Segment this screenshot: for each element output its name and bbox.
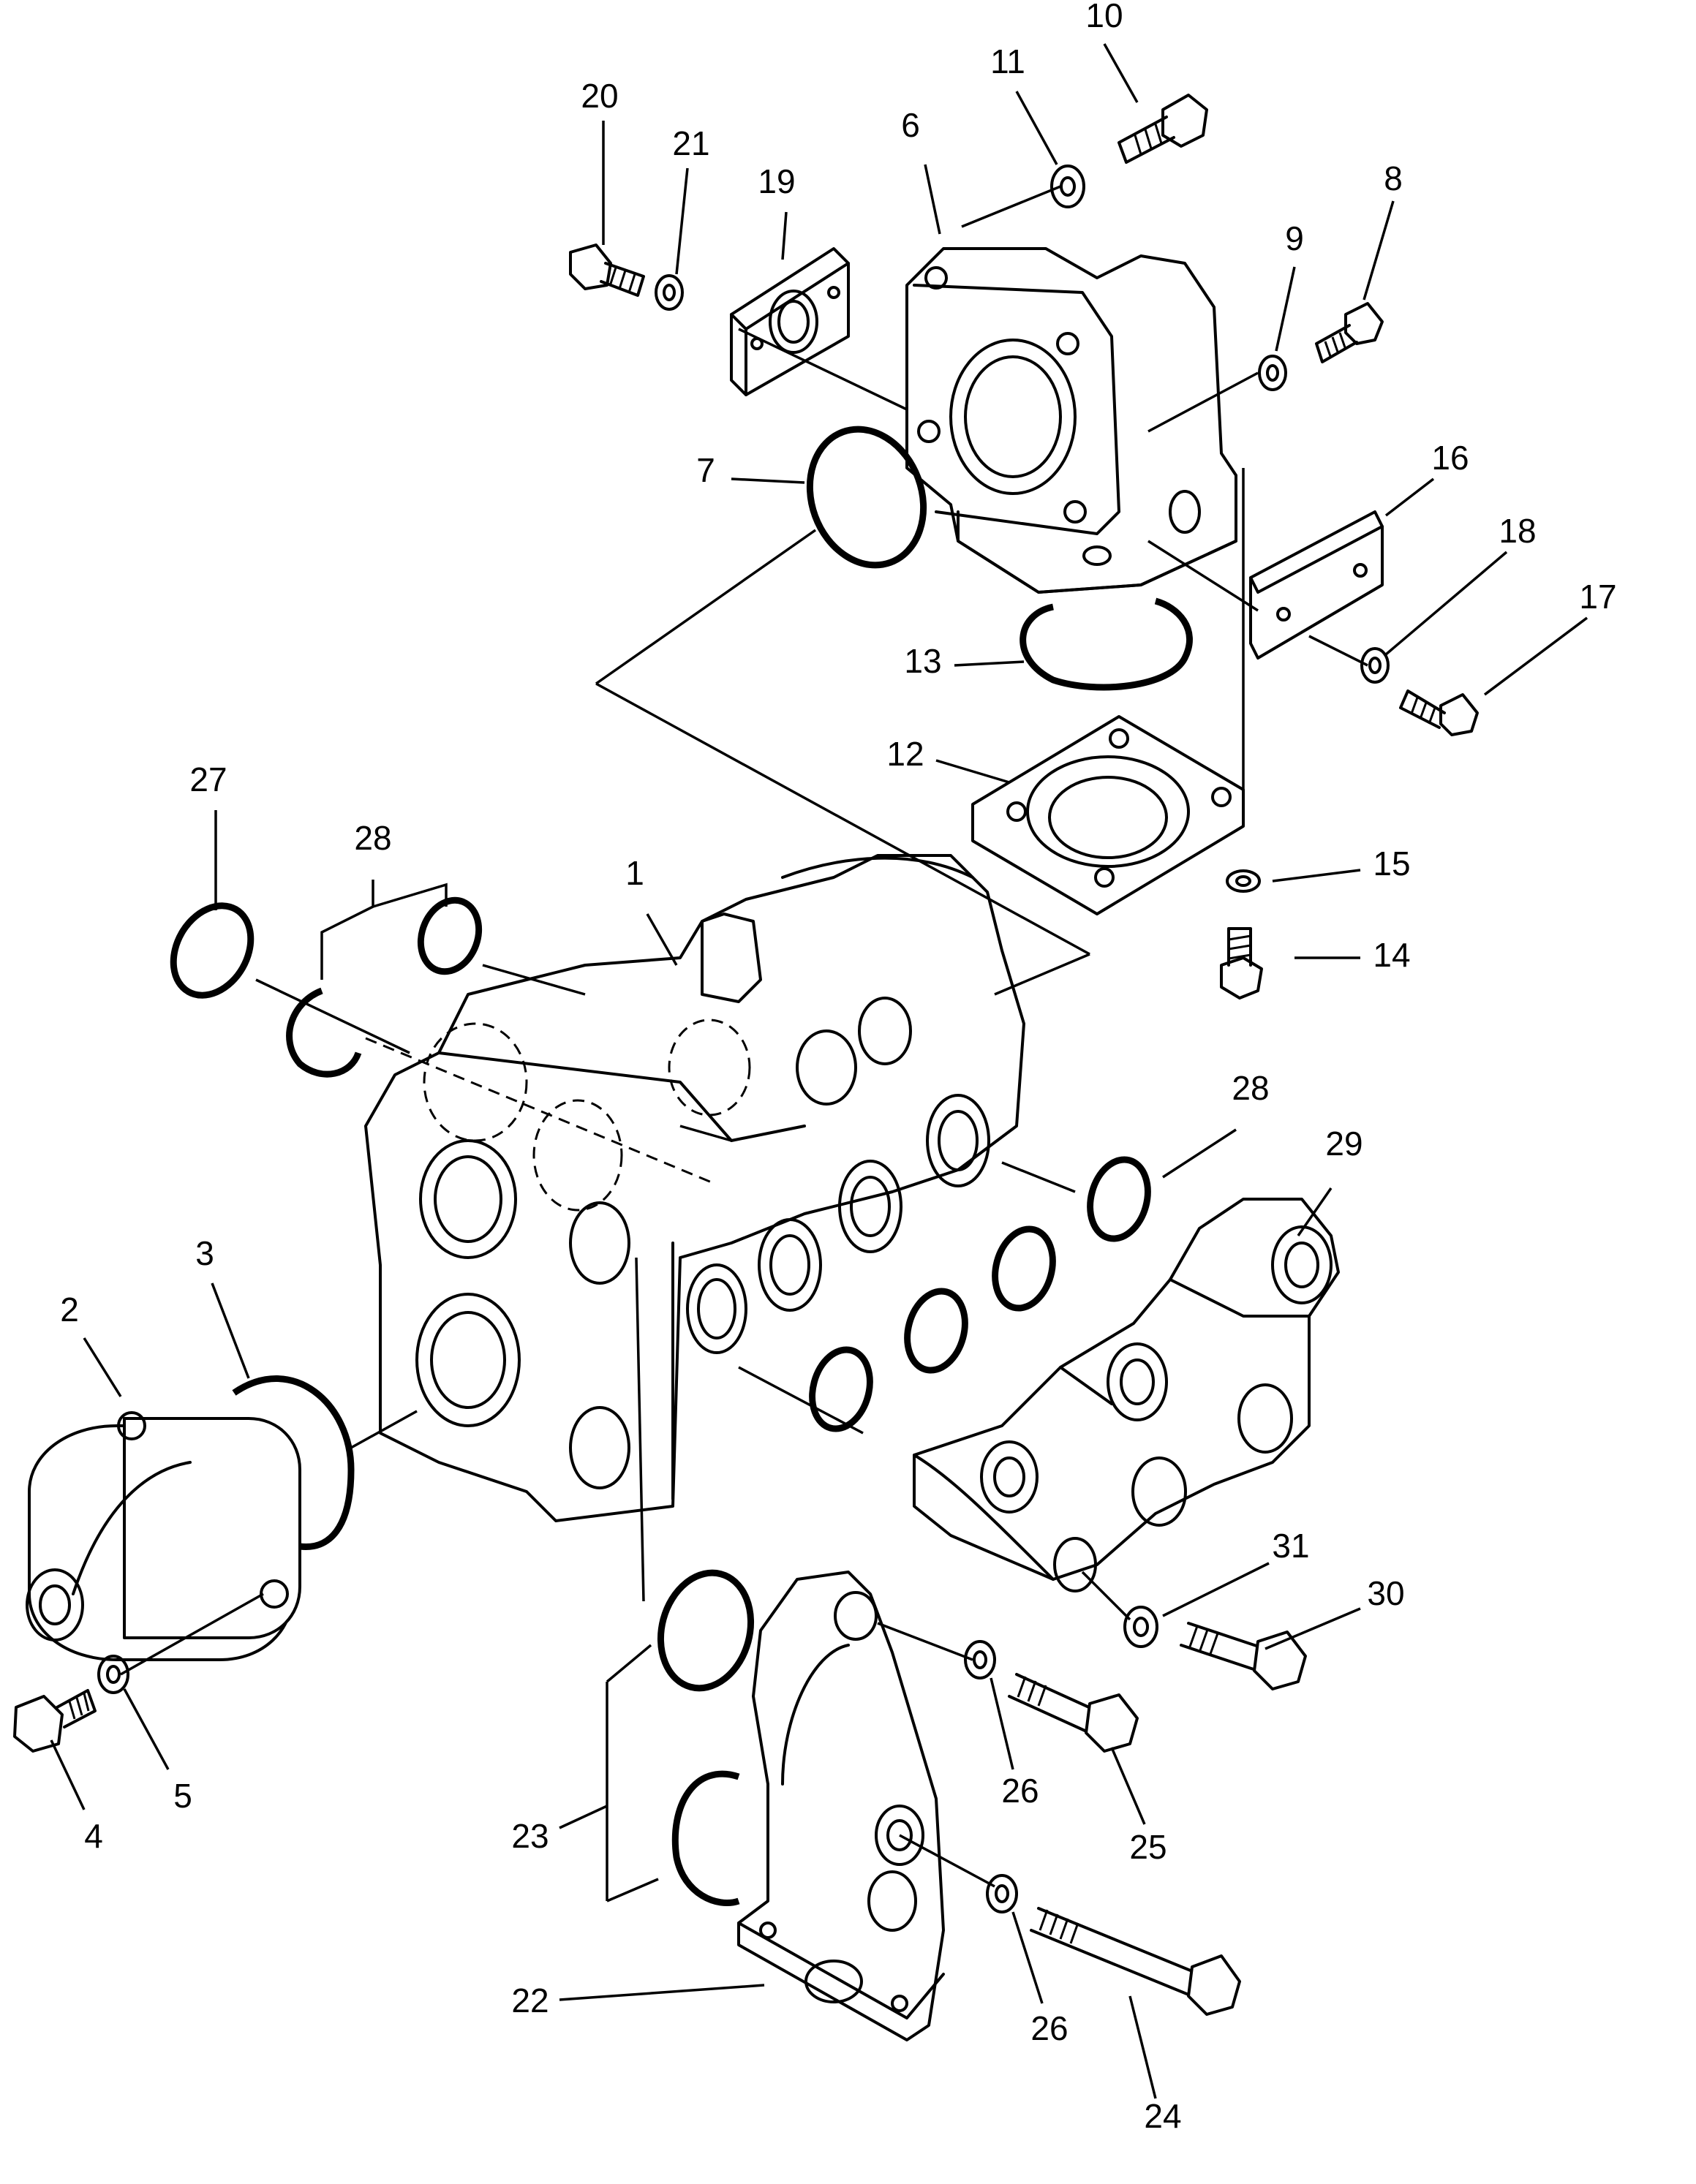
- washer-part-5: [97, 1655, 129, 1694]
- callout-29: 29: [1325, 1125, 1363, 1163]
- bolt-part-4: [13, 1689, 97, 1753]
- callout-12: 12: [886, 735, 924, 773]
- washer-part-9: [1258, 355, 1287, 391]
- washer-part-18: [1360, 647, 1390, 684]
- o-ring-part-28-left: [286, 896, 483, 1078]
- lower-cover-part-22: [737, 1571, 945, 2041]
- washer-part-26-lower: [986, 1874, 1018, 1913]
- callout-2: 2: [60, 1291, 79, 1329]
- solenoid-part: [26, 1411, 301, 1661]
- callout-24: 24: [1144, 2097, 1181, 2135]
- callout-30: 30: [1367, 1574, 1404, 1612]
- callout-10: 10: [1085, 0, 1123, 34]
- bolt-part-8: [1315, 302, 1384, 363]
- bolt-part-14: [1220, 927, 1263, 1000]
- bolt-part-30: [1180, 1622, 1307, 1690]
- manifold-part-29: [913, 1198, 1340, 1592]
- callout-21: 21: [672, 124, 709, 162]
- callout-28-left: 28: [354, 819, 391, 857]
- callout-3: 3: [195, 1234, 214, 1272]
- o-ring-part-27: [170, 902, 255, 999]
- callout-25: 25: [1129, 1828, 1167, 1866]
- callout-5: 5: [173, 1777, 192, 1815]
- o-ring-part-13: [1020, 597, 1193, 691]
- bolt-part-24: [1030, 1907, 1241, 2016]
- bolt-part-10: [1118, 94, 1208, 164]
- valve-body-part: [364, 854, 1025, 1522]
- flange-plate-part-12: [971, 715, 1245, 915]
- callout-13: 13: [904, 642, 941, 680]
- callout-16: 16: [1431, 439, 1469, 477]
- cover-housing-part-6: [905, 247, 1237, 594]
- washer-part-31: [1123, 1606, 1158, 1648]
- callout-labels: 1 2 3 4 5 6 7 8 9 10 11 12 13 14 15 16 1…: [60, 0, 1616, 2135]
- washer-part-11: [1050, 165, 1085, 208]
- callout-23: 23: [511, 1817, 549, 1855]
- callout-19: 19: [758, 162, 795, 200]
- callout-9: 9: [1285, 219, 1304, 257]
- callout-1: 1: [625, 854, 644, 892]
- callout-6: 6: [901, 106, 920, 144]
- callout-28-right: 28: [1232, 1069, 1269, 1107]
- assembly-lines: [120, 185, 1368, 1888]
- callout-27: 27: [189, 760, 227, 798]
- bolt-part-25: [1008, 1673, 1139, 1753]
- washer-part-15: [1226, 869, 1261, 893]
- callout-leaders: [50, 43, 1588, 2099]
- callout-18: 18: [1499, 512, 1536, 550]
- washer-part-21: [655, 274, 684, 311]
- callout-20: 20: [581, 77, 618, 115]
- callout-7: 7: [696, 451, 715, 489]
- callout-17: 17: [1579, 578, 1616, 616]
- plate-part-19: [730, 247, 850, 396]
- o-ring-part-23: [657, 1569, 755, 1906]
- callout-11: 11: [990, 42, 1025, 80]
- washer-part-26-upper: [964, 1640, 996, 1679]
- callout-14: 14: [1373, 936, 1410, 974]
- plate-part-16: [1249, 510, 1384, 660]
- callout-31: 31: [1272, 1527, 1309, 1565]
- bolt-part-20: [569, 243, 645, 297]
- o-ring-part-3: [232, 1375, 355, 1551]
- o-ring-part-7: [806, 426, 927, 569]
- o-ring-part-28-right: [809, 1156, 1151, 1432]
- callout-26-lower: 26: [1030, 2009, 1068, 2047]
- callout-15: 15: [1373, 844, 1410, 883]
- callout-8: 8: [1384, 159, 1403, 197]
- bolt-part-17: [1399, 689, 1479, 736]
- callout-22: 22: [511, 1981, 549, 2019]
- callout-4: 4: [84, 1817, 103, 1855]
- callout-26-upper: 26: [1001, 1772, 1039, 1810]
